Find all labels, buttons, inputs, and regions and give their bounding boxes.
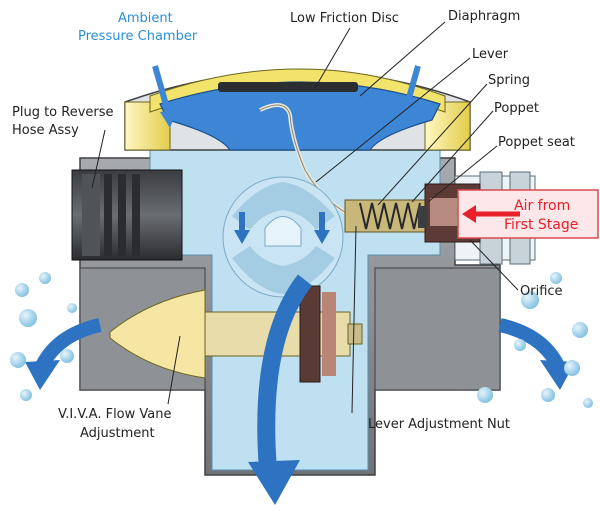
bubbles (10, 272, 593, 408)
label-viva-2: Adjustment (80, 426, 155, 441)
flow-vane-cone (109, 289, 206, 379)
label-orifice: Orifice (520, 284, 563, 299)
label-air-1: Air from (514, 198, 570, 214)
label-viva-1: V.I.V.A. Flow Vane (58, 407, 172, 422)
label-spring: Spring (488, 73, 530, 88)
low-friction-disc (218, 82, 358, 92)
flow-arrows (25, 65, 575, 505)
label-diaphragm: Diaphragm (448, 9, 520, 24)
spring (359, 202, 421, 230)
label-air-2: First Stage (504, 217, 578, 233)
poppet (418, 206, 428, 228)
leader-lines (91, 21, 519, 414)
label-ambient-1: Ambient (118, 11, 173, 26)
label-plug-1: Plug to Reverse (12, 105, 114, 120)
label-lever-adjustment-nut: Lever Adjustment Nut (368, 417, 510, 432)
label-poppet: Poppet (494, 101, 539, 116)
label-ambient-2: Pressure Chamber (78, 29, 198, 44)
label-lever: Lever (472, 47, 509, 62)
hose-plug (71, 169, 183, 261)
label-low-friction-disc: Low Friction Disc (290, 11, 399, 26)
lever-adjustment-assembly (189, 285, 363, 383)
label-plug-2: Hose Assy (12, 123, 79, 138)
label-poppet-seat: Poppet seat (498, 135, 575, 150)
